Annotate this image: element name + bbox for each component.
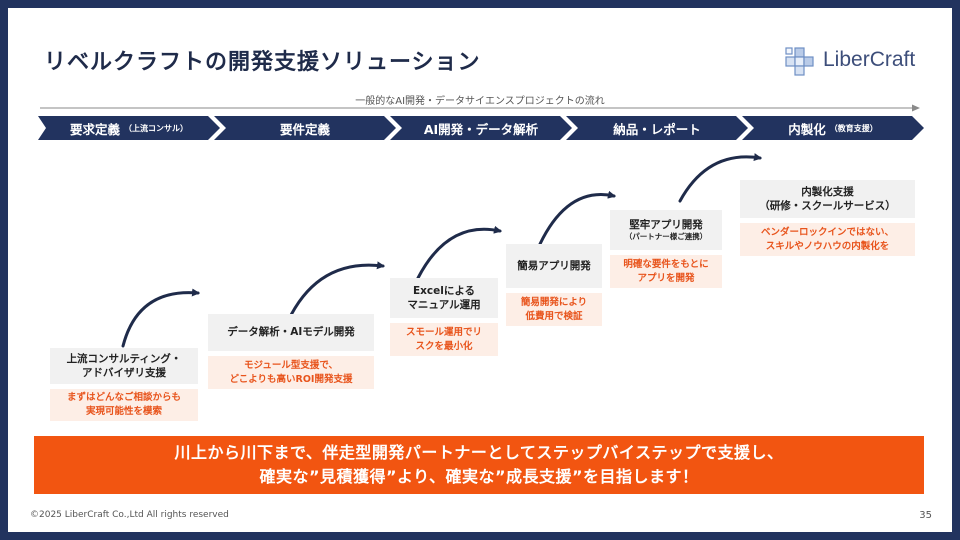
phase-label: 納品・レポート bbox=[613, 121, 701, 137]
curve-arrow bbox=[538, 190, 616, 246]
flow-label: 一般的なAI開発・データサイエンスプロジェクトの流れ bbox=[355, 96, 605, 107]
curve-arrow bbox=[416, 225, 502, 280]
step-simple-app: 簡易アプリ開発 簡易開発により 低費用で検証 bbox=[506, 244, 602, 326]
progress-curves bbox=[121, 153, 762, 348]
message-banner: 川上から川下まで、伴走型開発パートナーとしてステップバイステップで支援し、 確実… bbox=[34, 436, 924, 494]
page-title: リベルクラフトの開発支援ソリューション bbox=[44, 50, 481, 75]
step-description: まずはどんなご相談からも 実現可能性を模索 bbox=[50, 389, 198, 421]
step-excel-manual: Excelによる マニュアル運用 スモール運用でリ スクを最小化 bbox=[390, 278, 498, 356]
phase-requirements: 要求定義 （上流コンサル） bbox=[38, 116, 220, 140]
step-data-analysis: データ解析・AIモデル開発 モジュール型支援で、 どこよりも高いROI開発支援 bbox=[208, 314, 374, 389]
phase-label: 要件定義 bbox=[279, 121, 330, 137]
logo-text: LiberCraft bbox=[823, 48, 916, 71]
phase-sublabel: （教育支援） bbox=[829, 123, 878, 133]
step-subtitle: （パートナー様ご連携） bbox=[624, 232, 708, 242]
cube-cluster-icon bbox=[785, 47, 814, 76]
curve-arrow bbox=[121, 288, 200, 348]
phase-label: AI開発・データ解析 bbox=[423, 121, 539, 137]
phase-insourcing: 内製化（教育支援） bbox=[742, 116, 924, 140]
banner-line: 川上から川下まで、伴走型開発パートナーとしてステップバイステップで支援し、 bbox=[174, 443, 784, 462]
step-description: 簡易開発により 低費用で検証 bbox=[506, 293, 602, 326]
phase-sublabel: （上流コンサル） bbox=[124, 123, 188, 133]
banner-line: 確実な”見積獲得”より、確実な”成長支援”を目指します！ bbox=[259, 467, 699, 486]
step-title: 簡易アプリ開発 bbox=[506, 244, 602, 288]
curve-arrow bbox=[286, 261, 385, 323]
step-title: データ解析・AIモデル開発 bbox=[208, 314, 374, 351]
step-title: 上流コンサルティング・ アドバイザリ支援 bbox=[50, 348, 198, 384]
step-title: 内製化支援 （研修・スクールサービス） bbox=[740, 180, 915, 218]
step-insourcing-support: 内製化支援 （研修・スクールサービス） ベンダーロックインではない、 スキルやノ… bbox=[740, 180, 915, 256]
step-title: 堅牢アプリ開発 （パートナー様ご連携） bbox=[610, 210, 722, 250]
step-robust-app: 堅牢アプリ開発 （パートナー様ご連携） 明確な要件をもとに アプリを開発 bbox=[610, 210, 722, 288]
logo: LiberCraft bbox=[783, 40, 933, 80]
phase-label: 要求定義 bbox=[69, 121, 120, 137]
copyright: ©2025 LiberCraft Co.,Ltd All rights rese… bbox=[30, 510, 229, 520]
phase-specification: 要件定義 bbox=[214, 116, 396, 140]
step-description: モジュール型支援で、 どこよりも高いROI開発支援 bbox=[208, 356, 374, 389]
step-description: 明確な要件をもとに アプリを開発 bbox=[610, 255, 722, 288]
step-description: ベンダーロックインではない、 スキルやノウハウの内製化を bbox=[740, 223, 915, 256]
step-consulting: 上流コンサルティング・ アドバイザリ支援 まずはどんなご相談からも 実現可能性を… bbox=[50, 348, 198, 421]
phase-ai-development: AI開発・データ解析 bbox=[390, 116, 572, 140]
phase-label: 内製化 bbox=[788, 121, 826, 137]
step-description: スモール運用でリ スクを最小化 bbox=[390, 323, 498, 356]
phase-chevrons: 要求定義 （上流コンサル） 要件定義 AI開発・データ解析 納品・レポート 内製化… bbox=[38, 116, 924, 140]
flow-arrow bbox=[40, 104, 920, 112]
curve-arrow bbox=[678, 153, 762, 203]
page-number: 35 bbox=[919, 510, 932, 521]
step-title: Excelによる マニュアル運用 bbox=[390, 278, 498, 318]
slide: リベルクラフトの開発支援ソリューション LiberCraft 一般的なAI開発・… bbox=[8, 8, 952, 532]
phase-delivery: 納品・レポート bbox=[566, 116, 748, 140]
